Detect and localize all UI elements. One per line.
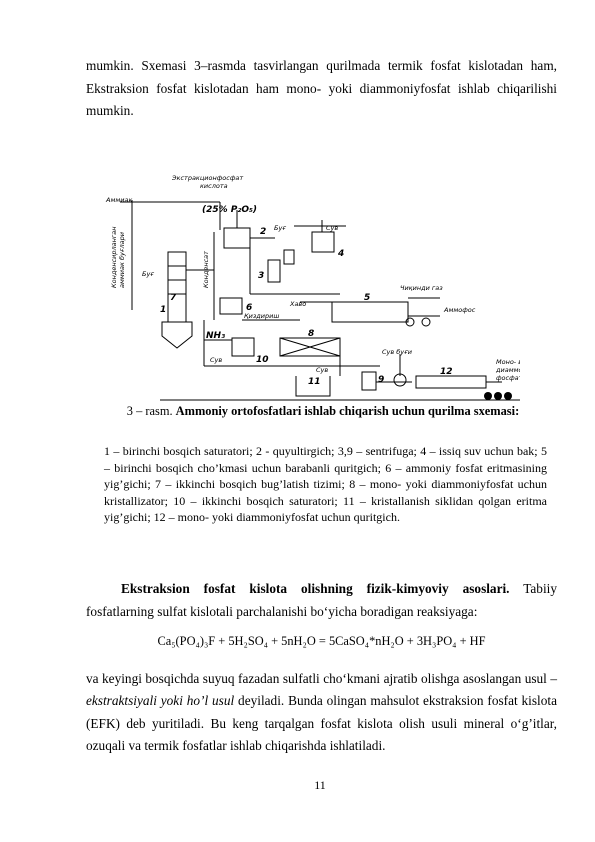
body-after: deyiladi. Bunda olingan mahsulot ekstrak… [86,693,557,753]
label-water-steam: Сув буғи [382,348,412,356]
label-water-top: Сув [326,224,338,232]
tank-4 [311,231,335,253]
saturator-1 [161,321,193,349]
collector-11 [295,376,331,397]
label-steam-top: Буғ [274,224,286,232]
centrifuge-9 [361,371,377,391]
label-steam-left: Буғ [142,270,154,278]
dryer-12 [415,375,487,389]
body-italic-term: ekstraktsiyali yoki ho’l usul [86,693,235,709]
figure-legend: 1 – birinchi bosqich saturatori; 2 - quy… [104,444,547,525]
label-mono-2: диаммоний [495,366,520,374]
collector-6 [219,297,243,315]
caption-title: Ammoniy ortofosfatlari ishlab chiqarish … [175,404,520,418]
body-before: va keyingi bosqichda suyuq fazadan sulfa… [86,671,557,686]
reaction-formula: Ca₅(PO₄)₃F + 5H₂SO₄ + 5nH₂O = 5CaSO₄*nH₂… [157,634,486,648]
label-left-vertical-2: аммиак буғлари [118,232,126,288]
section-heading: Ekstraksion fosfat kislota olishning fiz… [121,581,510,596]
body-paragraph: va keyingi bosqichda suyuq fazadan sulfa… [86,668,557,757]
number-6: 6 [246,303,252,313]
label-p2o5: (25% P₂O₅) [202,205,257,215]
number-10: 10 [256,355,269,365]
saturator-10 [231,337,255,357]
label-ammophos: Аммофос [443,306,476,314]
dryer-5 [331,301,409,323]
caption-prefix: 3 – rasm. [126,404,176,418]
column-7 [167,251,187,323]
evaporator-2 [223,227,251,249]
number-2: 2 [260,227,266,237]
number-7: 7 [170,293,177,303]
figure-caption: 3 – rasm. Ammoniy ortofosfatlari ishlab … [100,403,546,419]
number-4: 4 [337,249,344,259]
label-heat: Қиздириш [244,312,279,320]
process-flow-diagram: Экстракционфосфат кислота (25% P₂O₅) Амм… [100,170,520,406]
number-9: 9 [378,375,384,385]
section-text: Tabiiy fosfatlarning sulfat kislotali pa… [86,581,557,619]
intro-paragraph: mumkin. Sxemasi 3–rasmda tasvirlangan qu… [86,58,557,118]
label-mono-1: Моно- ва [496,358,520,366]
number-1: 1 [160,305,166,315]
number-8: 8 [308,329,314,339]
label-nh3: NH₃ [206,331,225,341]
label-top-title-1: Экстракционфосфат [171,174,243,182]
diagram-svg: Экстракционфосфат кислота (25% P₂O₅) Амм… [105,174,520,401]
page-number: 11 [314,778,326,792]
label-left-vertical-1: Конденсирланган [110,226,118,288]
centrifuge-3 [267,259,281,283]
crystallizer-8 [279,337,341,357]
number-12: 12 [440,367,453,377]
number-3: 3 [258,271,264,281]
label-air: Хаво [289,300,306,308]
section-paragraph: Ekstraksion fosfat kislota olishning fiz… [86,578,557,623]
label-mono-3: фосфат [496,374,520,382]
label-water-mid: Сув [210,356,222,364]
label-exhaust-gas: Чиқинди газ [400,284,443,292]
label-water-low: Сув [316,366,328,374]
number-5: 5 [364,293,370,303]
number-11: 11 [308,377,321,387]
label-ammonia-left: Аммиак [105,196,132,204]
label-top-title-2: кислота [200,182,228,190]
label-condensate: Конденсат [202,251,210,288]
